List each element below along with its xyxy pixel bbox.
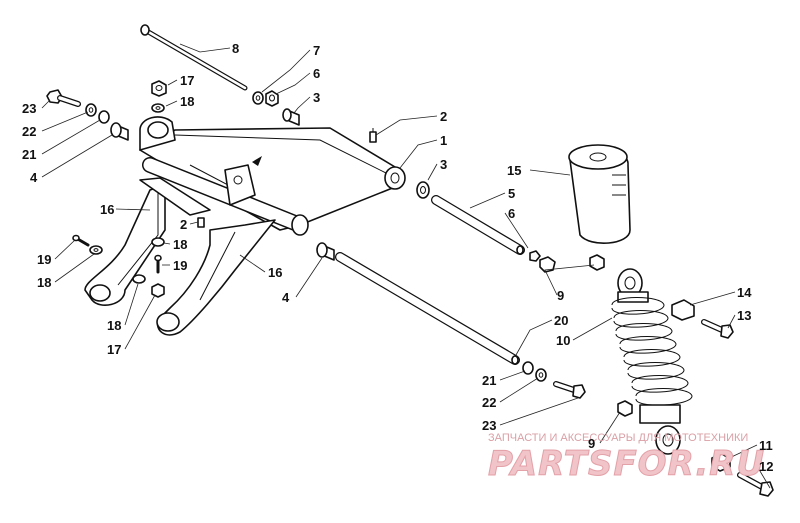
callout-label: 8 — [232, 41, 239, 56]
callout-label: 19 — [37, 252, 51, 267]
callout-label: 6 — [508, 206, 515, 221]
callout-label: 4 — [30, 170, 38, 185]
washer-part — [151, 103, 165, 113]
callout-label: 22 — [22, 124, 36, 139]
callout-label: 16 — [100, 202, 114, 217]
callout-label: 18 — [107, 318, 121, 333]
spacer-part — [671, 299, 695, 321]
nut-part — [265, 90, 279, 107]
locknut-part — [151, 80, 167, 97]
bushing-part — [316, 242, 335, 261]
washer-part — [89, 245, 103, 255]
nut-part — [589, 254, 605, 271]
callout-label: 1 — [440, 133, 447, 148]
spacer-part — [98, 110, 110, 124]
bushing-part — [416, 181, 430, 199]
watermark: ЗАПЧАСТИ И АКСЕССУАРЫ ДЛЯ МОТОТЕХНИКИ PA… — [488, 432, 765, 485]
washer-part — [85, 103, 97, 117]
pivot-bolt-part — [46, 89, 81, 107]
locknut-part — [151, 283, 165, 298]
shock-absorber-part — [611, 268, 693, 455]
callout-label: 18 — [180, 94, 194, 109]
screw-part — [154, 254, 162, 274]
callout-label: 12 — [759, 459, 773, 474]
callout-label: 21 — [22, 147, 36, 162]
callout-label: 9 — [588, 436, 595, 451]
callout-label: 21 — [482, 373, 496, 388]
callout-label: 5 — [508, 186, 515, 201]
callout-label: 23 — [22, 101, 36, 116]
shaft-part — [335, 252, 520, 365]
callout-label: 17 — [180, 73, 194, 88]
callout-label: 23 — [482, 418, 496, 433]
side-arm-part — [156, 219, 276, 336]
callout-label: 2 — [180, 217, 187, 232]
callout-label: 14 — [737, 285, 752, 300]
shock-bolt-part — [701, 319, 734, 339]
washer-part — [132, 274, 146, 284]
callout-label: 4 — [282, 290, 290, 305]
callout-label: 15 — [507, 163, 521, 178]
callout-label: 17 — [107, 342, 121, 357]
leader-lines — [41, 43, 771, 489]
callout-label: 3 — [313, 90, 320, 105]
callout-label: 22 — [482, 395, 496, 410]
jounce-bumper-part — [568, 144, 631, 245]
callout-labels: 8 7 6 3 17 18 23 22 21 4 2 1 3 15 5 6 16… — [22, 41, 773, 474]
bushing-part — [282, 108, 300, 126]
callout-label: 20 — [554, 313, 568, 328]
callout-label: 13 — [737, 308, 751, 323]
callout-label: 9 — [557, 288, 564, 303]
suspension-drawing — [46, 24, 774, 497]
nut-part — [617, 400, 633, 417]
washer-part — [151, 237, 165, 247]
spacer-part — [711, 453, 731, 472]
bushing-part — [110, 122, 129, 141]
callout-label: 3 — [440, 157, 447, 172]
shock-bolt-part — [737, 472, 774, 497]
callout-label: 2 — [440, 109, 447, 124]
grease-fitting-part — [197, 217, 205, 228]
callout-label: 6 — [313, 66, 320, 81]
washer-part — [252, 91, 264, 105]
screw-part — [72, 234, 90, 247]
shaft-part — [431, 195, 525, 255]
grease-fitting-part — [369, 128, 377, 143]
front-arm-part — [139, 116, 406, 236]
side-arm-part — [84, 184, 166, 306]
callout-label: 19 — [173, 258, 187, 273]
callout-label: 11 — [759, 438, 773, 453]
washer-part — [535, 368, 547, 382]
callout-label: 18 — [37, 275, 51, 290]
nut-part — [529, 250, 556, 273]
long-bolt-part — [140, 24, 248, 91]
callout-label: 18 — [173, 237, 187, 252]
callout-label: 10 — [556, 333, 570, 348]
pivot-bolt-part — [553, 381, 586, 399]
callout-label: 16 — [268, 265, 282, 280]
watermark-caption: ЗАПЧАСТИ И АКСЕССУАРЫ ДЛЯ МОТОТЕХНИКИ — [488, 432, 748, 444]
spacer-part — [522, 361, 534, 375]
watermark-brand: PARTSFOR.RU — [488, 444, 765, 484]
callout-label: 7 — [313, 43, 320, 58]
